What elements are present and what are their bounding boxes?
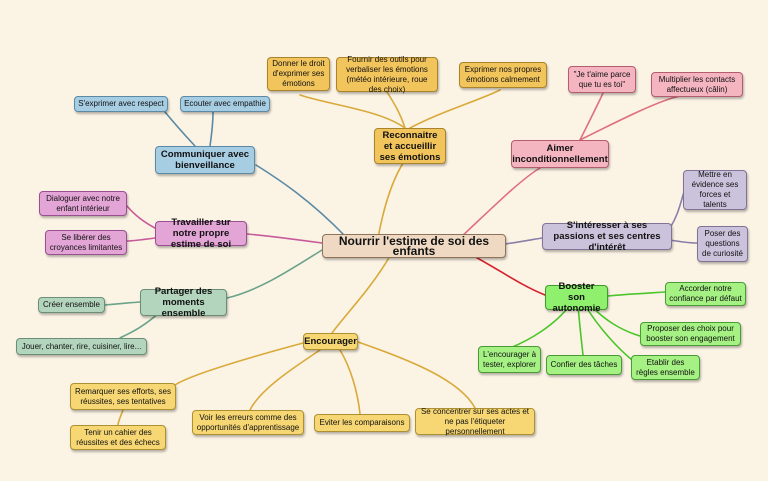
branch-partager[interactable]: Partager des moments ensemble <box>140 286 227 319</box>
link-reconnaitre-c0 <box>299 94 406 129</box>
branch-communiquer[interactable]: Communiquer avec bienveillance <box>155 146 255 174</box>
encourager-child-4[interactable]: Tenir un cahier des réussites et des éch… <box>70 425 166 450</box>
link-autonomie-c4 <box>509 304 571 349</box>
link-encourager-c2 <box>249 349 321 411</box>
root-topic[interactable]: Nourrir l'estime de soi des enfants <box>322 234 506 258</box>
link-communiquer-c1 <box>209 111 214 147</box>
link-partager-c0 <box>104 301 141 306</box>
encourager-child-1[interactable]: Eviter les comparaisons <box>314 414 410 432</box>
link-aimer-c1 <box>579 95 681 141</box>
aimer-child-1[interactable]: Multiplier les contacts affectueux (câli… <box>651 72 743 97</box>
link-encourager-c3 <box>174 342 304 386</box>
branch-autonomie[interactable]: Booster son autonomie <box>545 281 608 314</box>
link-encourager-c0 <box>357 341 476 409</box>
branch-encourager[interactable]: Encourager <box>303 333 358 350</box>
communiquer-child-1[interactable]: Ecouter avec empathie <box>180 96 270 112</box>
reconnaitre-child-0[interactable]: Donner le droit d'exprimer ses émotions <box>267 57 330 91</box>
link-encourager-c3-child <box>117 409 124 426</box>
link-partager-c1 <box>119 311 161 339</box>
link-root-aimer <box>459 167 541 239</box>
partager-child-0[interactable]: Créer ensemble <box>38 297 105 313</box>
reconnaitre-child-2[interactable]: Exprimer nos propres émotions calmement <box>459 62 547 88</box>
link-root-encourager <box>331 255 391 334</box>
link-travailler-c0 <box>126 205 156 229</box>
interesser-child-0[interactable]: Mettre en évidence ses forces et talents <box>683 170 747 210</box>
travailler-child-0[interactable]: Dialoguer avec notre enfant intérieur <box>39 191 127 216</box>
link-root-partager <box>226 249 323 299</box>
link-root-reconnaitre <box>377 159 406 239</box>
branch-travailler[interactable]: Travailler sur notre propre estime de so… <box>155 217 247 250</box>
encourager-child-3[interactable]: Remarquer ses efforts, ses réussites, se… <box>70 383 176 410</box>
link-interesser-c0 <box>669 191 685 229</box>
link-communiquer-c0 <box>164 111 196 147</box>
travailler-child-1[interactable]: Se libérer des croyances limitantes <box>45 230 127 255</box>
link-aimer-c0 <box>579 92 604 141</box>
interesser-child-1[interactable]: Poser des questions de curiosité <box>697 226 748 262</box>
link-root-autonomie <box>469 253 546 296</box>
link-autonomie-c3 <box>577 304 584 356</box>
autonomie-child-2[interactable]: Etablir des règles ensemble <box>631 355 700 380</box>
reconnaitre-child-1[interactable]: Fournir des outils pour verbaliser les é… <box>336 55 438 94</box>
link-encourager-c1 <box>339 349 361 415</box>
link-reconnaitre-c2 <box>409 89 501 129</box>
link-reconnaitre-c1 <box>386 91 406 129</box>
link-autonomie-c2 <box>584 304 633 361</box>
encourager-child-0[interactable]: Se concentrer sur ses actes et ne pas l'… <box>415 407 535 436</box>
link-interesser-c1 <box>669 239 698 244</box>
link-root-travailler <box>246 233 323 244</box>
branch-aimer[interactable]: Aimer inconditionnellement <box>511 140 609 168</box>
branch-interesser[interactable]: S'intéresser à ses passions et ses centr… <box>542 220 672 253</box>
autonomie-child-0[interactable]: Accorder notre confiance par défaut <box>665 282 746 306</box>
autonomie-child-1[interactable]: Proposer des choix pour booster son enga… <box>640 322 741 346</box>
link-autonomie-c0 <box>607 291 666 297</box>
aimer-child-0[interactable]: "Je t'aime parce que tu es toi" <box>568 66 636 93</box>
link-travailler-c1 <box>126 237 156 242</box>
link-root-interesser <box>504 237 543 245</box>
autonomie-child-4[interactable]: L'encourager à tester, explorer <box>478 346 541 373</box>
branch-reconnaitre[interactable]: Reconnaitre et accueillir ses émotions <box>374 128 446 164</box>
partager-child-1[interactable]: Jouer, chanter, rire, cuisiner, lire... <box>16 338 147 355</box>
link-root-communiquer <box>255 164 346 237</box>
autonomie-child-3[interactable]: Confier des tâches <box>546 355 622 375</box>
encourager-child-2[interactable]: Voir les erreurs comme des opportunités … <box>192 410 304 435</box>
communiquer-child-0[interactable]: S'exprimer avec respect <box>74 96 168 112</box>
